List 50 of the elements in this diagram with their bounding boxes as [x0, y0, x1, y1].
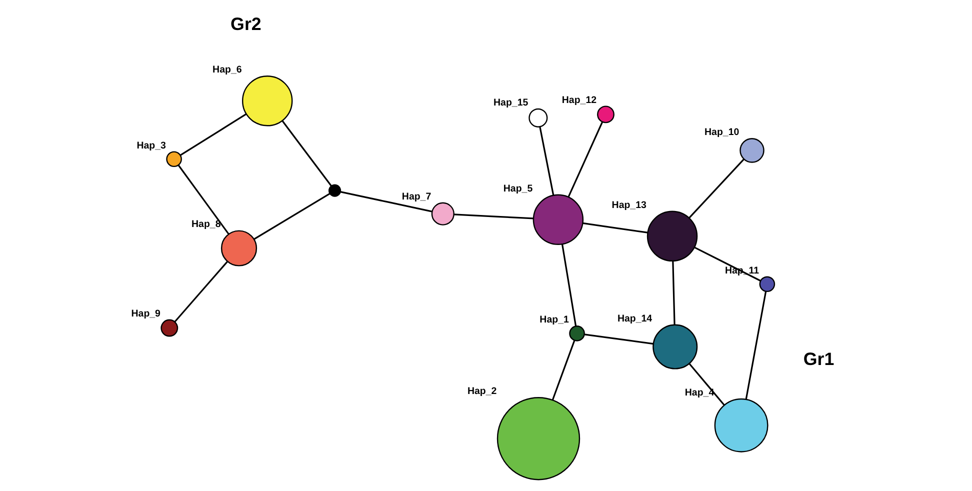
node-circle	[166, 151, 182, 168]
node-circle	[740, 138, 764, 163]
node-label: Hap_2	[467, 386, 497, 398]
connector	[340, 191, 432, 212]
node-circle	[597, 106, 614, 124]
connector	[552, 340, 576, 400]
node-label: Hap_7	[402, 191, 432, 202]
node-circle	[759, 276, 776, 292]
connector	[584, 334, 654, 345]
node-circle	[532, 194, 584, 246]
node-label: Hap_12	[562, 94, 597, 106]
node-circle	[569, 326, 585, 342]
node-circle	[646, 210, 698, 262]
connector	[180, 113, 247, 156]
node-label: Hap_3	[136, 140, 166, 152]
connector	[454, 214, 534, 220]
node-label: Hap_1	[540, 314, 569, 326]
label: Gr2	[230, 14, 262, 34]
node-circle	[242, 76, 293, 126]
node-circle	[528, 108, 548, 128]
connector	[174, 260, 228, 322]
connector	[254, 192, 330, 240]
connector	[539, 126, 554, 196]
connector	[568, 122, 604, 198]
node-label: Hap_8	[192, 219, 221, 230]
node-label: Hap_10	[704, 127, 740, 138]
node-label: Hap_14	[617, 313, 652, 324]
connector	[694, 246, 762, 282]
node-circle	[496, 397, 580, 480]
node-circle	[652, 324, 698, 370]
connector	[688, 158, 744, 219]
node-circle	[160, 319, 178, 337]
connector	[672, 260, 676, 325]
node-label: Hap_13	[612, 200, 646, 211]
node-circle	[328, 184, 342, 197]
connector	[282, 120, 332, 186]
connector	[582, 222, 648, 234]
node-circle	[220, 230, 258, 266]
connector	[561, 244, 577, 326]
label: Gr1	[803, 349, 834, 370]
node-label: Hap_4	[684, 387, 714, 398]
node-circle	[714, 398, 768, 452]
node-label: Hap_5	[503, 183, 533, 194]
node-label: Hap_9	[131, 308, 160, 320]
node-circle	[431, 202, 454, 226]
connector	[178, 164, 230, 235]
connector	[688, 363, 725, 406]
node-label: Hap_15	[494, 97, 528, 108]
connector	[745, 291, 767, 400]
node-label: Hap_6	[212, 64, 242, 76]
